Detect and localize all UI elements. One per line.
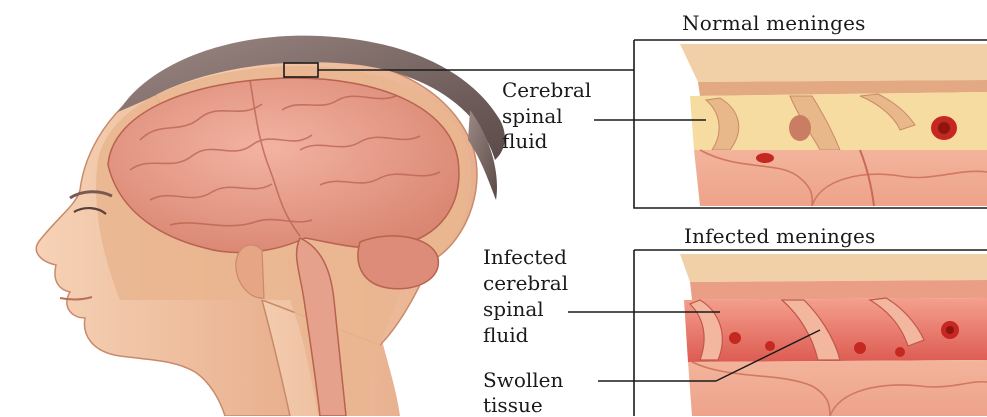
normal-meninges-panel — [634, 40, 987, 208]
swollen-tissue-label-line-2: tissue — [483, 395, 543, 415]
infected-csf-label-line-1: Infected — [483, 247, 567, 267]
infected-meninges-panel — [634, 250, 987, 416]
csf-label-line-1: Cerebral — [502, 80, 591, 100]
brain — [108, 78, 459, 253]
swollen-tissue-label-line-1: Swollen — [483, 370, 563, 390]
infected-csf-label-line-2: cerebral — [483, 273, 568, 293]
normal-meninges-title: Normal meninges — [682, 13, 866, 33]
csf-label-line-3: fluid — [502, 131, 547, 151]
cerebellum — [358, 236, 438, 289]
head-figure — [36, 36, 505, 416]
infected-csf-label-line-3: spinal — [483, 299, 544, 319]
infected-csf-label-line-4: fluid — [483, 325, 528, 345]
csf-label-line-2: spinal — [502, 106, 563, 126]
infected-meninges-title: Infected meninges — [684, 226, 876, 246]
